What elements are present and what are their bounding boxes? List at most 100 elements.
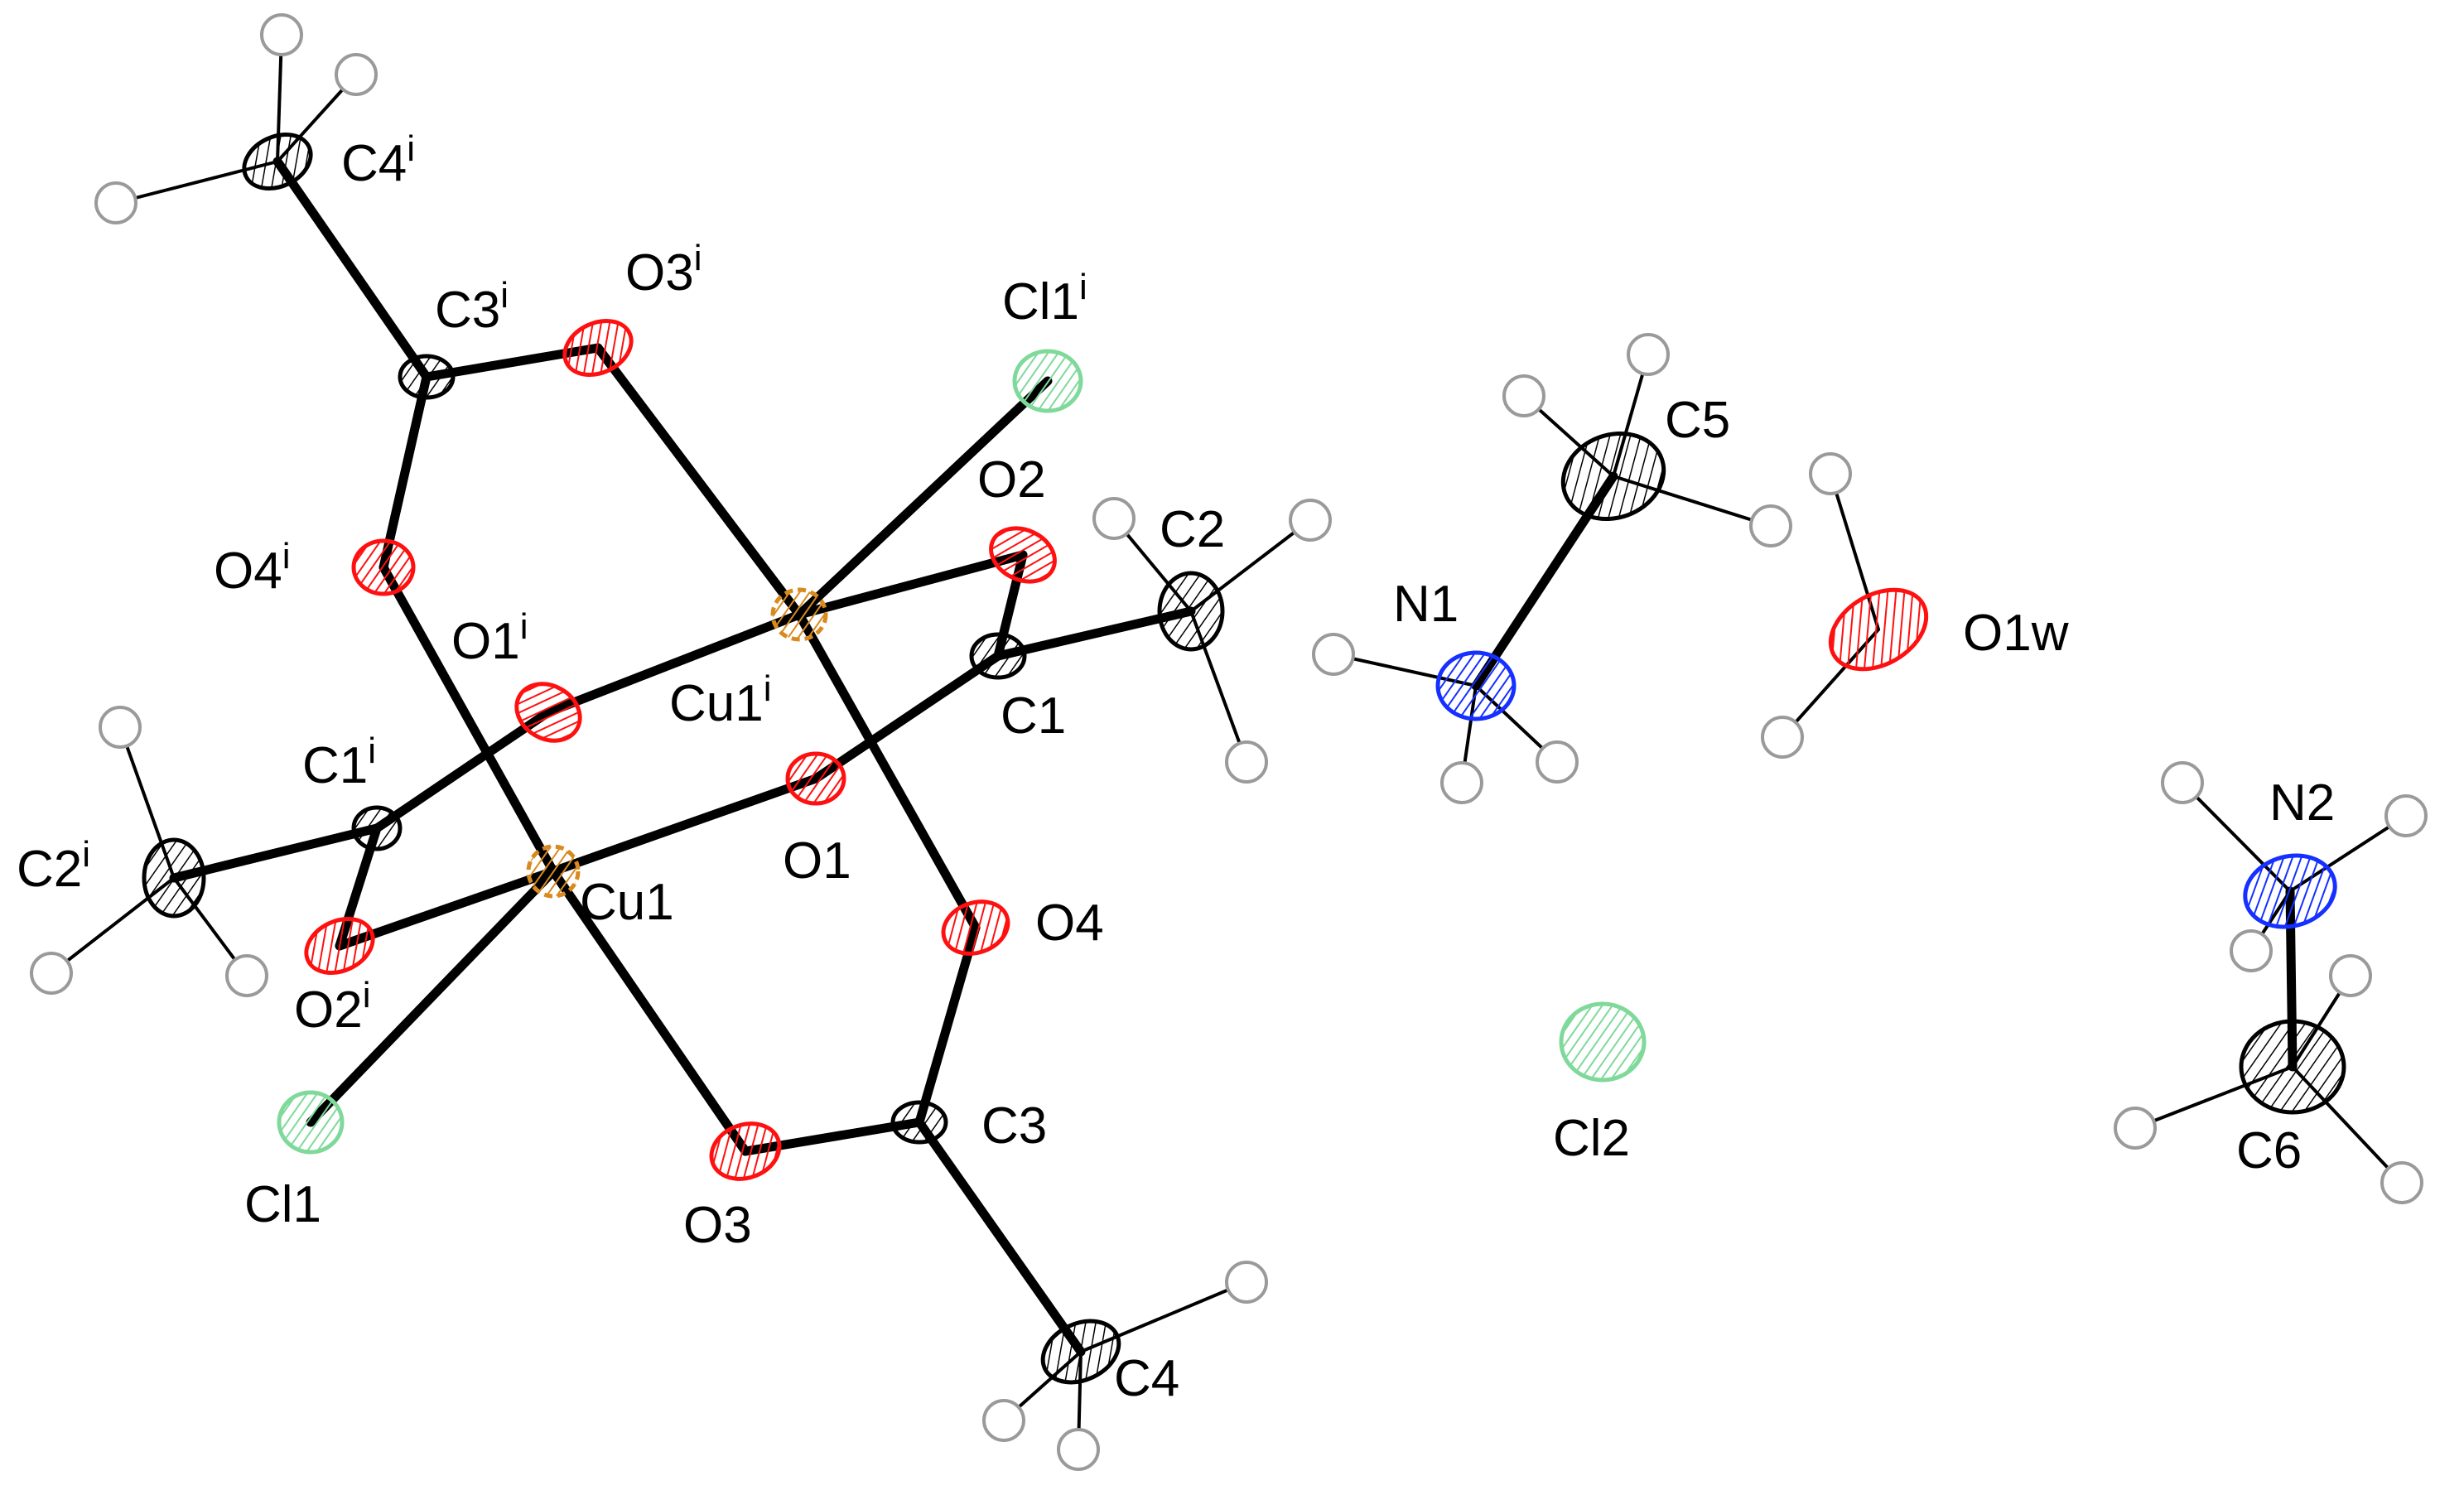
bond-o3i-cu1i [593, 343, 804, 620]
atom-cl1 [277, 1090, 345, 1155]
label-n1: N1 [1393, 576, 1459, 633]
hydrogen-atom [1057, 1428, 1100, 1471]
atom-o3 [709, 1121, 782, 1181]
label-o1i: O1i [451, 606, 528, 670]
label-c6: C6 [2236, 1122, 2302, 1179]
label-o4i: O4i [214, 536, 291, 600]
label-c2i: C2i [17, 834, 90, 898]
label-c1: C1 [1001, 687, 1066, 745]
copper-atoms [526, 587, 828, 899]
atom-o4 [941, 899, 1010, 956]
atom-c5 [1560, 431, 1666, 522]
label-c4i: C4i [341, 128, 415, 192]
bond-o2i-cu1 [335, 866, 558, 951]
carbon-atoms [142, 133, 2346, 1385]
hydrogen-atom [1289, 499, 1332, 542]
label-cl2: Cl2 [1553, 1110, 1630, 1167]
label-c4: C4 [1114, 1350, 1179, 1407]
bonds [50, 33, 2408, 1451]
hydrogen-atom [1225, 740, 1268, 784]
atom-n1 [1435, 650, 1516, 721]
hydrogen-atom [1502, 374, 1545, 417]
bond-c1i-c2i [169, 823, 382, 883]
atom-n2 [2243, 853, 2337, 929]
hydrogen-atom [1092, 497, 1136, 540]
bond-cu1-o3 [548, 866, 750, 1156]
atom-c1 [969, 632, 1027, 680]
hydrogen-atom [1225, 1261, 1268, 1304]
hydrogen-atom [2114, 1107, 2157, 1150]
label-o3: O3 [683, 1197, 752, 1254]
label-cu1i: Cu1i [669, 668, 772, 732]
label-c1i: C1i [302, 731, 376, 794]
atom-o3i [562, 319, 634, 377]
atom-o1 [785, 751, 846, 806]
hydrogen-atom [982, 1399, 1025, 1442]
label-cl1: Cl1 [244, 1176, 321, 1233]
atom-o4i [351, 538, 416, 596]
hydrogen-atom [335, 53, 378, 96]
bond-c3-c4 [914, 1117, 1086, 1357]
atom-o2i [304, 917, 375, 975]
heavy-bonds [169, 157, 2298, 1357]
bond-o1i-c1i [372, 707, 553, 833]
bond-cu1-cl1 [306, 866, 558, 1127]
atom-c1i [351, 805, 403, 851]
bond-o1-cu1 [548, 774, 821, 876]
hydrogen-bonds [50, 33, 2408, 1451]
bond-o4i-cu1 [379, 562, 558, 876]
label-o1: O1 [783, 832, 851, 890]
atom-c6 [2239, 1019, 2346, 1115]
nitrogen-atoms [1435, 650, 2337, 929]
label-c3i: C3i [435, 275, 509, 339]
hydrogen-atom [1312, 633, 1355, 676]
hydrogen-atom [260, 13, 303, 56]
bond-c4i-c3i [272, 157, 432, 382]
hydrogen-atom [2329, 954, 2372, 997]
bond-cl1i-cu1i [794, 376, 1053, 620]
bond-c3-o4 [914, 923, 981, 1127]
label-c5: C5 [1665, 392, 1730, 449]
atom-c4 [1040, 1319, 1121, 1385]
hydrogen-atom [1440, 761, 1483, 804]
bond-c3i-o4i [379, 372, 432, 572]
atoms [30, 13, 2428, 1471]
hydrogen-atom [2384, 794, 2428, 837]
label-o4: O4 [1035, 895, 1104, 952]
bond-cu1i-o1i [543, 610, 804, 717]
atom-labels: C4i C3i O3i Cl1i O2 C2 O4i O1i Cu1i C1 C… [17, 128, 2335, 1407]
atom-o1i [514, 682, 582, 743]
bond-c1-o1 [811, 651, 1003, 784]
hydrogen-atom [2380, 1161, 2423, 1204]
label-o3i: O3i [625, 238, 702, 301]
atom-c3 [890, 1100, 948, 1145]
label-o2: O2 [977, 451, 1046, 509]
hydrogen-atoms [30, 13, 2428, 1471]
hydrogen-atom [1749, 504, 1792, 547]
hydrogen-atom [2230, 929, 2273, 972]
hydrogen-atom [1809, 452, 1852, 495]
hydrogen-atom [2161, 761, 2204, 804]
label-c3: C3 [981, 1097, 1047, 1155]
label-c2: C2 [1160, 501, 1225, 558]
atom-c2 [1157, 571, 1225, 652]
label-cu1: Cu1 [580, 874, 674, 931]
oxygen-atoms [304, 319, 1929, 1181]
atom-o2 [989, 526, 1057, 584]
atom-cl1i [1012, 349, 1083, 413]
bond-cu1i-o4 [794, 610, 981, 933]
chlorine-atoms [277, 349, 1647, 1155]
label-o1w: O1w [1963, 605, 2069, 662]
atom-cl2 [1559, 1001, 1647, 1083]
atom-cu1i [770, 587, 828, 642]
atom-cu1 [526, 844, 581, 899]
hydrogen-atom [1627, 333, 1670, 376]
atom-c2i [142, 837, 206, 919]
hydrogen-atom [1536, 740, 1579, 784]
hydrogen-atom [99, 706, 142, 749]
label-n2: N2 [2269, 774, 2335, 832]
hydrogen-atom [225, 954, 268, 997]
atom-o1w [1828, 587, 1929, 672]
hydrogen-atom [1761, 716, 1804, 759]
